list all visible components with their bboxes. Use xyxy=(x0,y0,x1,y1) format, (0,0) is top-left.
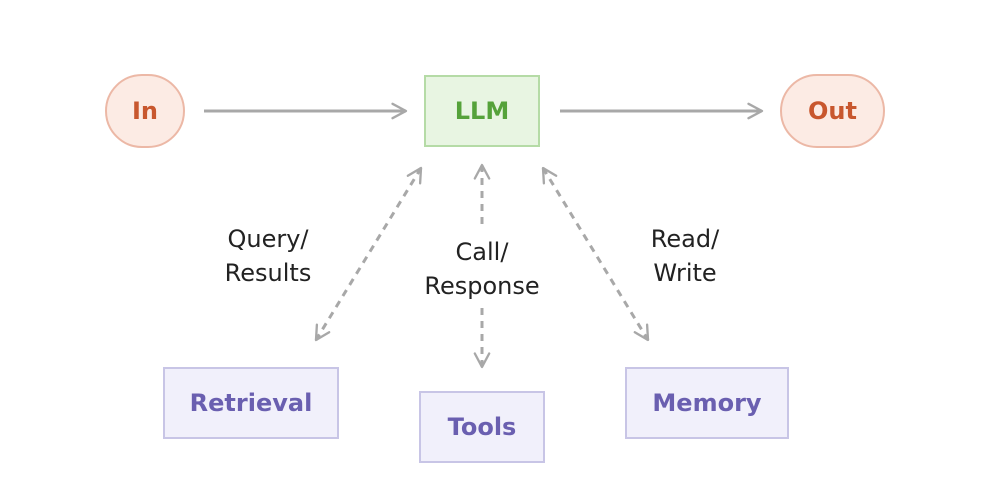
input-node: In xyxy=(105,74,185,148)
llm-node-label: LLM xyxy=(454,97,510,125)
edge-label-tools-line2: Response xyxy=(424,272,540,300)
llm-node: LLM xyxy=(424,75,540,147)
edge-label-retrieval-line2: Results xyxy=(224,259,312,287)
retrieval-node: Retrieval xyxy=(163,367,339,439)
tools-node: Tools xyxy=(419,391,545,463)
edge-label-memory-line2: Write xyxy=(653,259,717,287)
memory-node-label: Memory xyxy=(652,389,762,417)
edge-label-retrieval: Query/ Results xyxy=(198,222,338,290)
edge-label-tools: Call/ Response xyxy=(407,235,557,303)
tools-node-label: Tools xyxy=(447,413,517,441)
output-node: Out xyxy=(780,74,885,148)
retrieval-node-label: Retrieval xyxy=(189,389,313,417)
input-node-label: In xyxy=(131,97,158,125)
memory-node: Memory xyxy=(625,367,789,439)
edge-label-memory: Read/ Write xyxy=(615,222,755,290)
edge-label-memory-line1: Read/ xyxy=(650,225,720,253)
output-node-label: Out xyxy=(808,97,857,125)
edge-label-tools-line1: Call/ xyxy=(455,238,509,266)
edge-label-retrieval-line1: Query/ xyxy=(227,225,309,253)
